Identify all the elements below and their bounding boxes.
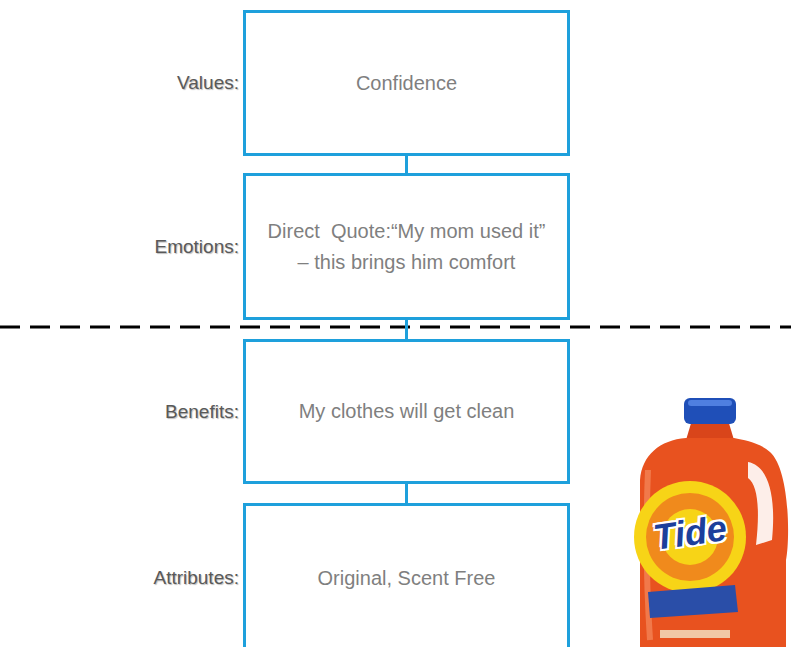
box-text: My clothes will get clean: [299, 396, 515, 427]
row-heading: Benefits:: [165, 401, 239, 423]
row-heading: Values:: [177, 72, 239, 94]
divider-line: [0, 326, 791, 329]
box-text: Direct Quote:“My mom used it” – this bri…: [264, 216, 549, 278]
ladder-box: Emotions:Direct Quote:“My mom used it” –…: [243, 173, 570, 320]
connector-line: [406, 484, 407, 503]
ladder-box: Benefits:My clothes will get clean: [243, 339, 570, 484]
box-text: Confidence: [356, 68, 457, 99]
connector-line: [406, 156, 407, 173]
brand-logo-text: Tide: [628, 504, 753, 562]
row-heading: Attributes:: [153, 567, 239, 589]
ladder-box: Values:Confidence: [243, 10, 570, 156]
connector-line: [406, 320, 407, 339]
ladder-box: Attributes:Original, Scent Free: [243, 503, 570, 647]
row-heading: Emotions:: [155, 236, 239, 258]
box-text: Original, Scent Free: [318, 563, 496, 594]
